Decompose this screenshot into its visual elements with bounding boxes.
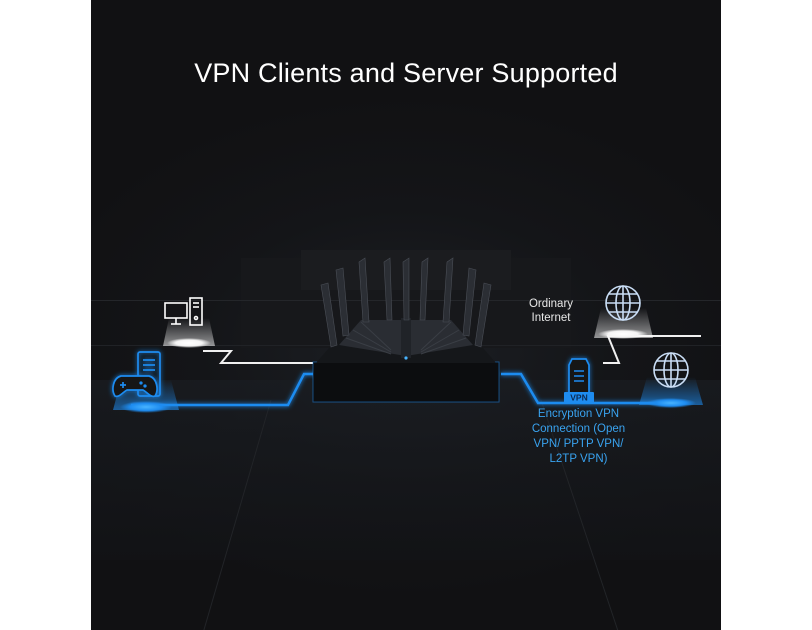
- desktop-node: [163, 297, 215, 348]
- router-icon: [312, 257, 500, 403]
- globe-icon: [605, 285, 641, 321]
- encryption-vpn-label: Encryption VPN Connection (Open VPN/ PPT…: [516, 407, 641, 467]
- ordinary-connection-lines: [203, 335, 701, 364]
- network-scene: VPN: [91, 250, 721, 630]
- desktop-line: [203, 350, 316, 364]
- encryption-label-line: VPN/ PPTP VPN/: [533, 438, 624, 450]
- product-banner: VPN VPN Clients and Server Supported Ord…: [91, 0, 721, 630]
- vpn-badge-label: VPN: [570, 393, 587, 403]
- ordinary-internet-node: [594, 285, 653, 339]
- vpn-server-icon: VPN: [564, 358, 594, 403]
- gaming-node: [112, 351, 179, 413]
- vpn-badge: [564, 392, 594, 403]
- vpn-line: [501, 372, 676, 405]
- ordinary-internet-label: Ordinary Internet: [516, 297, 586, 325]
- encryption-label-line: Encryption VPN: [537, 408, 620, 420]
- game-controller-server-icon: [112, 351, 161, 398]
- ordinary-internet-label-line: Internet: [531, 312, 571, 324]
- ordinary-internet-label-line: Ordinary: [528, 298, 574, 310]
- desktop-computer-icon: [164, 297, 203, 326]
- page-title: VPN Clients and Server Supported: [194, 58, 618, 88]
- vpn-internet-node: [639, 352, 703, 408]
- globe-icon: [653, 352, 689, 388]
- encryption-label-line: Connection (Open: [531, 423, 626, 435]
- encryption-label-line: L2TP VPN): [549, 453, 608, 465]
- internet-line: [603, 335, 701, 364]
